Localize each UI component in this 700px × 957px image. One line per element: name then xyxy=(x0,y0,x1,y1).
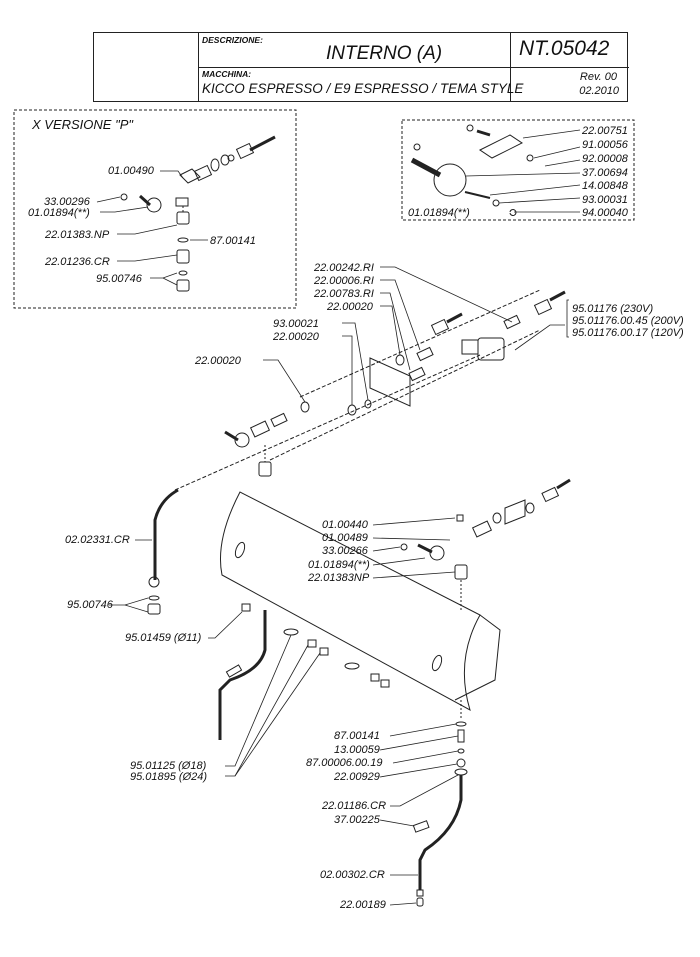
part-label: 22.00020 xyxy=(327,301,373,313)
part-label: 87.00006.00.19 xyxy=(306,757,383,769)
bracket xyxy=(369,357,411,407)
part-label: 22.00006.RI xyxy=(314,275,374,287)
pipe-left xyxy=(153,488,179,580)
part-label: 22.00189 xyxy=(340,899,386,911)
part-label: 14.00848 xyxy=(582,180,628,192)
solenoid-variant: 95.01176 (230V) xyxy=(572,303,654,315)
part-label: 37.00225 xyxy=(334,814,380,826)
description-title: INTERNO (A) xyxy=(326,43,443,64)
part-label: 02.02331.CR xyxy=(65,534,130,546)
part-label: 01.00440 xyxy=(322,519,368,531)
machine-label: MACCHINA: xyxy=(202,69,252,79)
part-label: 22.01186.CR xyxy=(322,800,387,812)
part-label: 37.00694 xyxy=(582,167,628,179)
part-label: 13.00059 xyxy=(334,744,380,756)
part-label: 22.00020 xyxy=(195,355,241,367)
revision: Rev. 00 xyxy=(579,71,617,83)
machine-models: KICCO ESPRESSO / E9 ESPRESSO / TEMA STYL… xyxy=(202,81,524,96)
part-label: 22.00929 xyxy=(334,771,380,783)
description-label: DESCRIZIONE: xyxy=(202,35,263,45)
part-label: 22.00751 xyxy=(582,125,628,137)
part-label: 01.00490 xyxy=(108,165,154,177)
inset-tap-frame xyxy=(401,119,635,221)
inset-p-parts xyxy=(120,135,276,292)
part-label: 01.01894(**) xyxy=(408,207,470,219)
part-label: 22.00242.RI xyxy=(314,262,374,274)
title-block-divider xyxy=(198,67,629,68)
part-label: 91.00056 xyxy=(582,139,628,151)
pipe-bottom xyxy=(418,775,463,890)
inset-version-p-title: X VERSIONE "P" xyxy=(32,117,133,132)
part-label: 22.01383.NP xyxy=(45,229,110,241)
part-label: 87.00141 xyxy=(334,730,380,742)
solenoid-variant: 95.01176.00.17 (120V) xyxy=(572,327,684,339)
part-label: 01.00489 xyxy=(322,532,368,544)
part-label: 95.01459 (Ø11) xyxy=(125,632,202,644)
title-block: DESCRIZIONE: INTERNO (A) NT.05042 MACCHI… xyxy=(93,32,629,102)
drawing-code: NT.05042 xyxy=(519,37,610,60)
part-label: 95.01125 (Ø18) xyxy=(130,760,207,772)
part-label: 22.01383NP xyxy=(308,572,370,584)
pipe-lower-left xyxy=(218,610,267,740)
inset-tap-parts xyxy=(410,124,534,216)
part-label: 22.00783.RI xyxy=(314,288,374,300)
part-label: 92.00008 xyxy=(582,153,628,165)
part-label: 95.00746 xyxy=(96,273,142,285)
part-label: 93.00021 xyxy=(273,318,319,330)
part-label: 33.00266 xyxy=(322,545,368,557)
part-label: 94.00040 xyxy=(582,207,628,219)
part-label: 95.00746 xyxy=(67,599,113,611)
leader-lines xyxy=(96,129,581,906)
part-label: 22.01236.CR xyxy=(45,256,110,268)
revision-date: 02.2010 xyxy=(579,85,619,97)
inset-version-p-frame xyxy=(13,109,297,309)
solenoid-variant: 95.01176.00.45 (200V) xyxy=(572,315,684,327)
cover-panel xyxy=(219,491,481,712)
part-label: 01.01894(**) xyxy=(28,207,90,219)
part-label: 95.01895 (Ø24) xyxy=(130,771,208,783)
part-label: 22.00020 xyxy=(273,331,319,343)
part-label: 02.00302.CR xyxy=(320,869,385,881)
part-label: 33.00296 xyxy=(44,196,90,208)
part-label: 93.00031 xyxy=(582,194,628,206)
part-label: 01.01894(**) xyxy=(308,559,370,571)
part-label: 87.00141 xyxy=(210,235,256,247)
